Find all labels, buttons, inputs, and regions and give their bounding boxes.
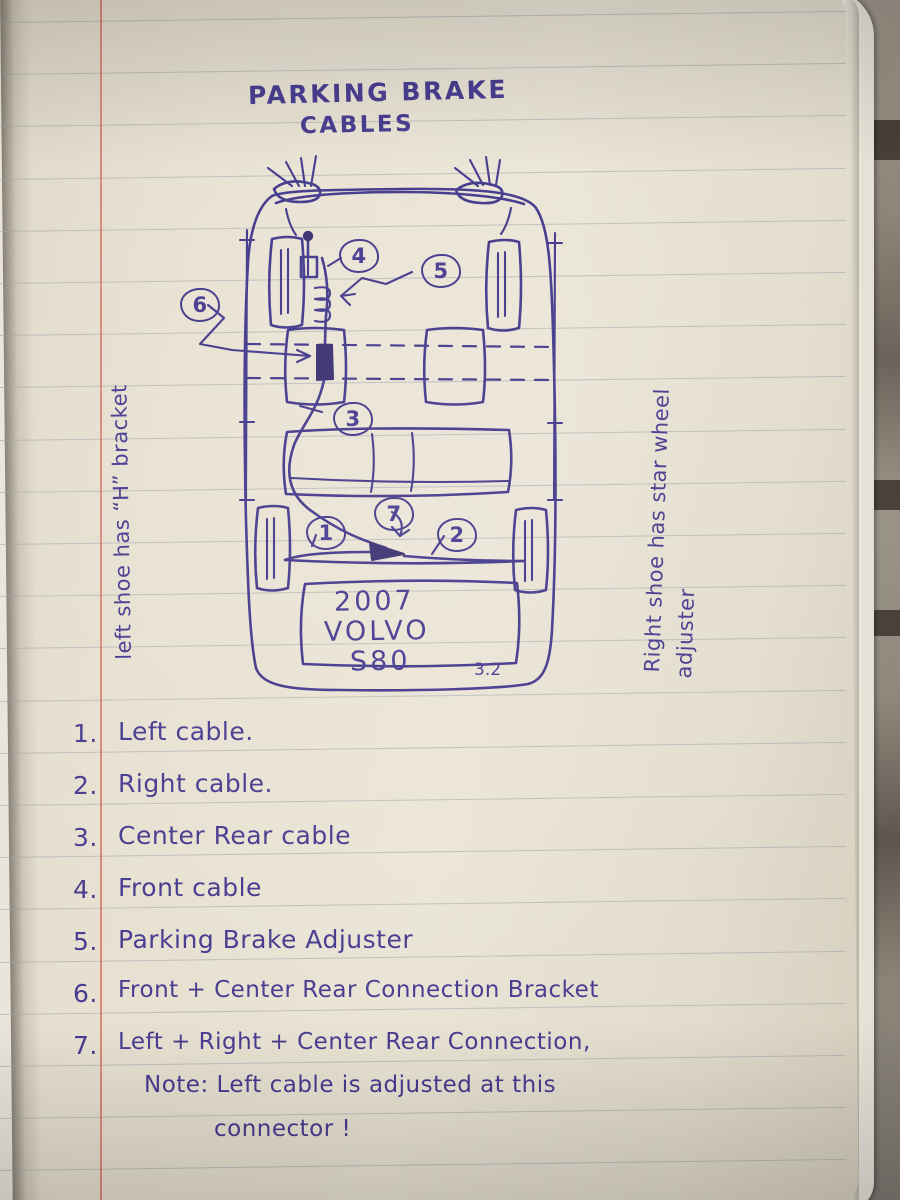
axle-line-upper (245, 342, 555, 349)
list-item: 3. Center Rear cable (73, 818, 818, 870)
legend-list: 1. Left cable. 2. Right cable. 3. Center… (73, 714, 818, 1142)
rear-seat-block (282, 427, 513, 498)
body-ref-line-left (244, 228, 249, 502)
list-item-number: 1. (73, 719, 98, 748)
wheel-rear-right (511, 506, 550, 594)
red-margin-line (100, 0, 102, 1200)
side-note-left: left shoe has “H” bracket (107, 384, 136, 660)
list-item: 5. Parking Brake Adjuster (73, 922, 818, 974)
vehicle-model: S80 (349, 645, 411, 678)
hood-line (274, 190, 526, 206)
callout-4: 4 (339, 239, 379, 273)
list-item-number: 2. (73, 771, 98, 800)
callout-7: 7 (374, 497, 414, 531)
rear-crossmember (283, 558, 525, 565)
brake-assembly-right (422, 326, 487, 406)
callout-1: 1 (306, 516, 346, 550)
leader-6-arrowhead (295, 348, 312, 364)
brake-lever-knob (302, 230, 314, 242)
list-item-text: Parking Brake Adjuster (118, 925, 414, 954)
rear-seat-divider-2 (409, 431, 415, 493)
car-body-outline (243, 187, 557, 692)
wheel-front-left (267, 235, 306, 329)
list-item-note-continued: connector ! (214, 1116, 352, 1142)
vehicle-year: 2007 (333, 585, 415, 618)
vehicle-engine: 3.2 (474, 660, 502, 680)
trunk-label-box (299, 579, 521, 668)
cable-connector-7 (369, 542, 405, 561)
headlight-right (454, 181, 504, 205)
callout-2: 2 (437, 518, 477, 552)
hood-crease-left (284, 207, 298, 237)
wheel-front-right (484, 238, 523, 332)
list-item: 4. Front cable (73, 870, 818, 922)
connection-bracket-6 (316, 344, 334, 381)
leader-3 (298, 404, 324, 414)
list-item-text: Front cable (118, 873, 262, 902)
callout-5: 5 (421, 254, 461, 288)
vehicle-make: VOLVO (323, 615, 430, 648)
hood-crease-right (499, 206, 513, 236)
brake-lever-base (299, 255, 319, 279)
list-item-text: Left + Right + Center Rear Connection, (118, 1029, 591, 1055)
list-item-number: 5. (73, 927, 98, 956)
rear-seat-divider-1 (369, 432, 375, 494)
right-cable (402, 554, 525, 563)
brake-assembly-left (283, 326, 348, 406)
leader-5-arrowhead (339, 292, 357, 307)
list-item: 2. Right cable. (73, 766, 818, 818)
rear-seat-bottom-line (289, 476, 510, 484)
list-item-number: 6. (73, 979, 98, 1008)
center-rear-cable (287, 378, 388, 550)
callout-3: 3 (333, 402, 373, 436)
side-note-right-line-2: adjuster (672, 587, 700, 679)
wheel-rear-left (253, 504, 292, 592)
list-item-number: 4. (73, 875, 98, 904)
list-item-number: 7. (73, 1031, 98, 1060)
list-item: 6. Front + Center Rear Connection Bracke… (73, 974, 818, 1026)
list-item-text: Front + Center Rear Connection Bracket (118, 977, 599, 1003)
leader-5-arrow (339, 270, 414, 298)
list-item-text: Left cable. (118, 717, 254, 746)
list-item-text: Right cable. (118, 769, 273, 798)
left-cable (283, 550, 372, 562)
leader-4 (326, 256, 343, 268)
axle-line-lower (245, 376, 555, 382)
body-ref-line-right (552, 231, 557, 502)
list-item: 7. Left + Right + Center Rear Connection… (73, 1026, 818, 1142)
list-item-number: 3. (73, 823, 98, 852)
list-item: 1. Left cable. (73, 714, 818, 766)
callout-6: 6 (180, 288, 220, 322)
list-item-note: Note: Left cable is adjusted at this (144, 1072, 557, 1098)
parking-brake-adjuster-coil (313, 286, 332, 323)
list-item-text: Center Rear cable (118, 821, 352, 850)
